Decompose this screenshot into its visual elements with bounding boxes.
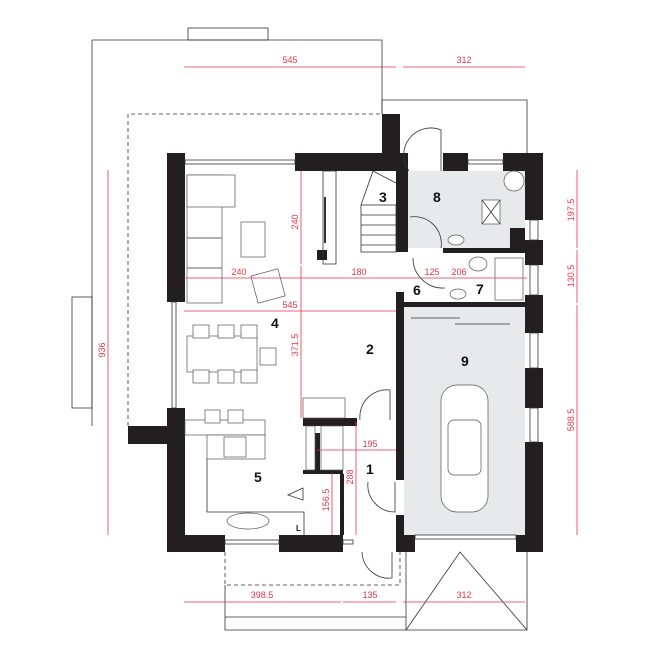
dim-living-depth: 240 <box>290 214 300 229</box>
dim-bath-width: 206 <box>451 267 466 277</box>
sofa <box>186 174 236 304</box>
walls <box>128 114 543 552</box>
dining-table <box>186 324 277 384</box>
cooktop <box>223 436 247 458</box>
appliance-label: L <box>296 524 301 533</box>
terrace-outline <box>224 552 406 631</box>
dim-hall-entry-width: 195 <box>362 439 377 449</box>
room-number-9: 9 <box>461 353 469 369</box>
dimension-labels: 545 312 398.5 135 312 936 197.5 130.5 58… <box>97 55 576 600</box>
room-number-8: 8 <box>433 189 441 205</box>
dim-pantry-depth: 156.5 <box>321 489 331 512</box>
dim-right-mid: 130.5 <box>566 265 576 288</box>
kitchen: L <box>184 397 346 535</box>
room-number-3: 3 <box>379 189 387 205</box>
sink <box>226 512 270 530</box>
dim-right-bottom: 588.5 <box>566 409 576 432</box>
room-number-6: 6 <box>413 282 421 298</box>
room-number-5: 5 <box>254 469 262 485</box>
garage-canopy <box>405 551 528 631</box>
room-number-4: 4 <box>271 315 279 331</box>
room-numbers: 1 2 3 4 5 6 7 8 9 <box>254 189 484 485</box>
windows <box>171 159 539 545</box>
dim-left-total: 936 <box>97 342 107 357</box>
dim-top-right: 312 <box>456 55 471 65</box>
dim-bottom-left: 398.5 <box>251 590 274 600</box>
dim-bottom-right: 312 <box>456 590 471 600</box>
dim-right-top: 197.5 <box>566 199 576 222</box>
dimension-lines <box>107 66 578 603</box>
dim-entry-depth: 288 <box>345 469 355 484</box>
dim-hall-width: 125 <box>424 267 439 277</box>
dim-bottom-mid: 135 <box>362 590 377 600</box>
coffee-table <box>240 221 266 258</box>
room-number-1: 1 <box>366 461 374 477</box>
doors <box>286 127 446 579</box>
stairs <box>322 170 397 265</box>
dim-living-width: 240 <box>231 267 246 277</box>
dim-top-left: 545 <box>282 55 297 65</box>
bicycles <box>411 317 510 325</box>
dim-dining-depth: 371.5 <box>290 334 300 357</box>
room-number-7: 7 <box>476 281 484 297</box>
room-number-2: 2 <box>366 341 374 357</box>
sanitary <box>447 170 525 301</box>
dim-dining-width: 545 <box>282 300 297 310</box>
car <box>440 384 489 513</box>
armchair <box>250 268 286 304</box>
dim-stair-width: 180 <box>351 267 366 277</box>
roof-outline <box>71 27 528 426</box>
